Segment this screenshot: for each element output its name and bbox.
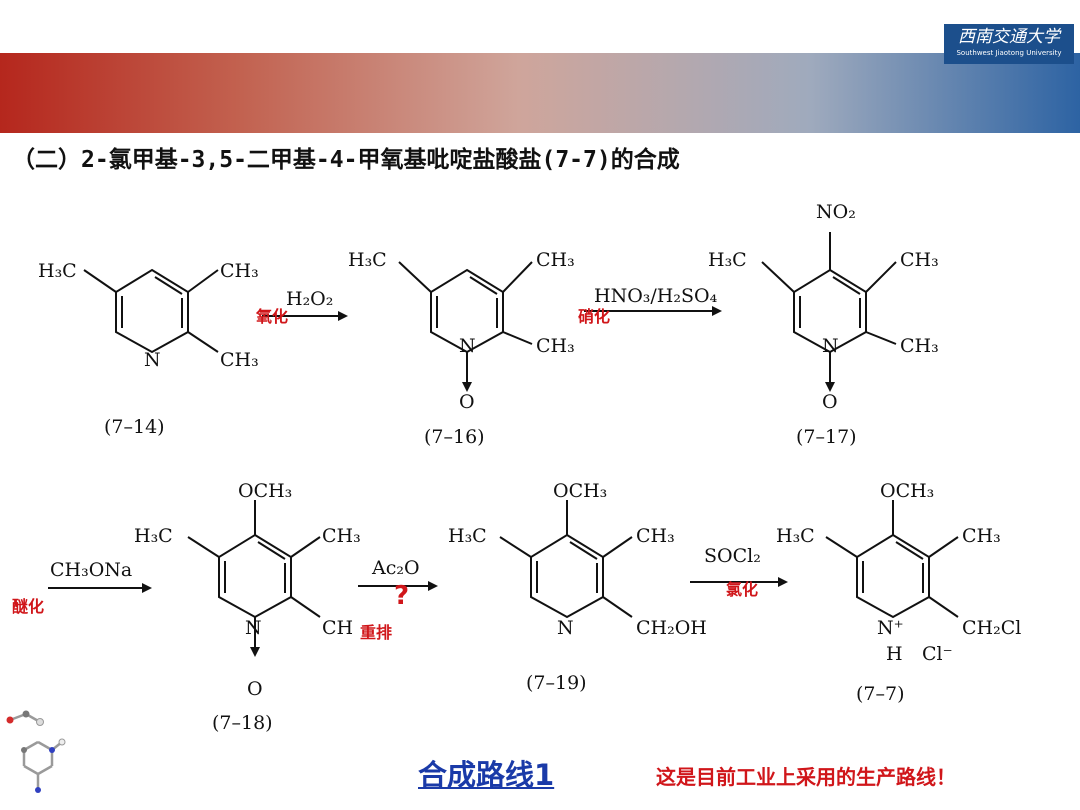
reagent-hno3-h2so4: HNO₃/H₂SO₄: [594, 285, 718, 307]
annotation-etherification: 醚化: [12, 597, 44, 616]
chloride-label: Cl⁻: [922, 643, 953, 665]
nitrogen-label: N: [557, 617, 574, 639]
och3-label: OCH₃: [238, 480, 292, 502]
no2-label: NO₂: [816, 201, 856, 223]
h3c-label: H₃C: [776, 525, 815, 547]
oxygen-label: O: [247, 678, 263, 700]
h3c-label: H₃C: [38, 260, 77, 282]
ch3-label: CH₃: [220, 349, 259, 371]
ch3-label: CH₃: [322, 525, 361, 547]
compound-label-7-18: (7–18): [212, 712, 273, 734]
oxygen-label: O: [459, 391, 475, 413]
molecule-3d-icon: [6, 710, 66, 793]
annotation-question-mark: ?: [394, 581, 409, 611]
ch3-label: CH₃: [636, 525, 675, 547]
route-title-link[interactable]: 合成路线1: [418, 758, 555, 792]
slide-title: （二）2-氯甲基-3,5-二甲基-4-甲氧基吡啶盐酸盐(7-7)的合成: [12, 147, 680, 173]
ch3-label: CH₃: [220, 260, 259, 282]
och3-label: OCH₃: [553, 480, 607, 502]
annotation-nitration: 硝化: [578, 307, 610, 326]
annotation-oxidation: 氧化: [255, 307, 288, 326]
compound-label-7-17: (7–17): [796, 426, 857, 448]
h3c-label: H₃C: [134, 525, 173, 547]
university-logo: 西南交通大学 Southwest Jiaotong University: [944, 24, 1074, 64]
compound-label-7-7: (7–7): [856, 683, 905, 705]
compound-label-7-16: (7–16): [424, 426, 485, 448]
ch3-label: CH₃: [536, 335, 575, 357]
ch3-label: CH₃: [900, 249, 939, 271]
ch3-label: CH₃: [536, 249, 575, 271]
h3c-label: H₃C: [708, 249, 747, 271]
nitrogen-label: N: [822, 335, 839, 357]
logo-subtext: Southwest Jiaotong University: [956, 49, 1062, 57]
logo-text: 西南交通大学: [958, 27, 1060, 47]
nitrogen-plus-label: N⁺: [877, 617, 904, 639]
reagent-h2o2: H₂O₂: [286, 288, 333, 310]
production-note: 这是目前工业上采用的生产路线！: [656, 765, 956, 789]
hydrogen-label: H: [886, 643, 903, 665]
ch3-label: CH₃: [900, 335, 939, 357]
h3c-label: H₃C: [448, 525, 487, 547]
ch3-label: CH₃: [962, 525, 1001, 547]
nitrogen-label: N: [144, 349, 161, 371]
nitrogen-label: N: [459, 335, 476, 357]
reagent-ch3ona: CH₃ONa: [50, 559, 132, 581]
annotation-rearrangement: 重排: [360, 623, 392, 642]
annotation-chlorination: 氯化: [726, 580, 758, 599]
nitrogen-label: N: [245, 617, 262, 639]
ch2oh-label: CH₂OH: [636, 617, 707, 639]
compound-label-7-19: (7–19): [526, 672, 587, 694]
oxygen-label: O: [822, 391, 838, 413]
reagent-ac2o: Ac₂O: [371, 557, 420, 579]
header-banner: [0, 53, 1080, 133]
ch2cl-label: CH₂Cl: [962, 617, 1021, 639]
compound-label-7-14: (7–14): [104, 416, 165, 438]
h3c-label: H₃C: [348, 249, 387, 271]
och3-label: OCH₃: [880, 480, 934, 502]
reagent-socl2: SOCl₂: [704, 545, 761, 567]
ch-partial-label: CH: [322, 617, 353, 639]
